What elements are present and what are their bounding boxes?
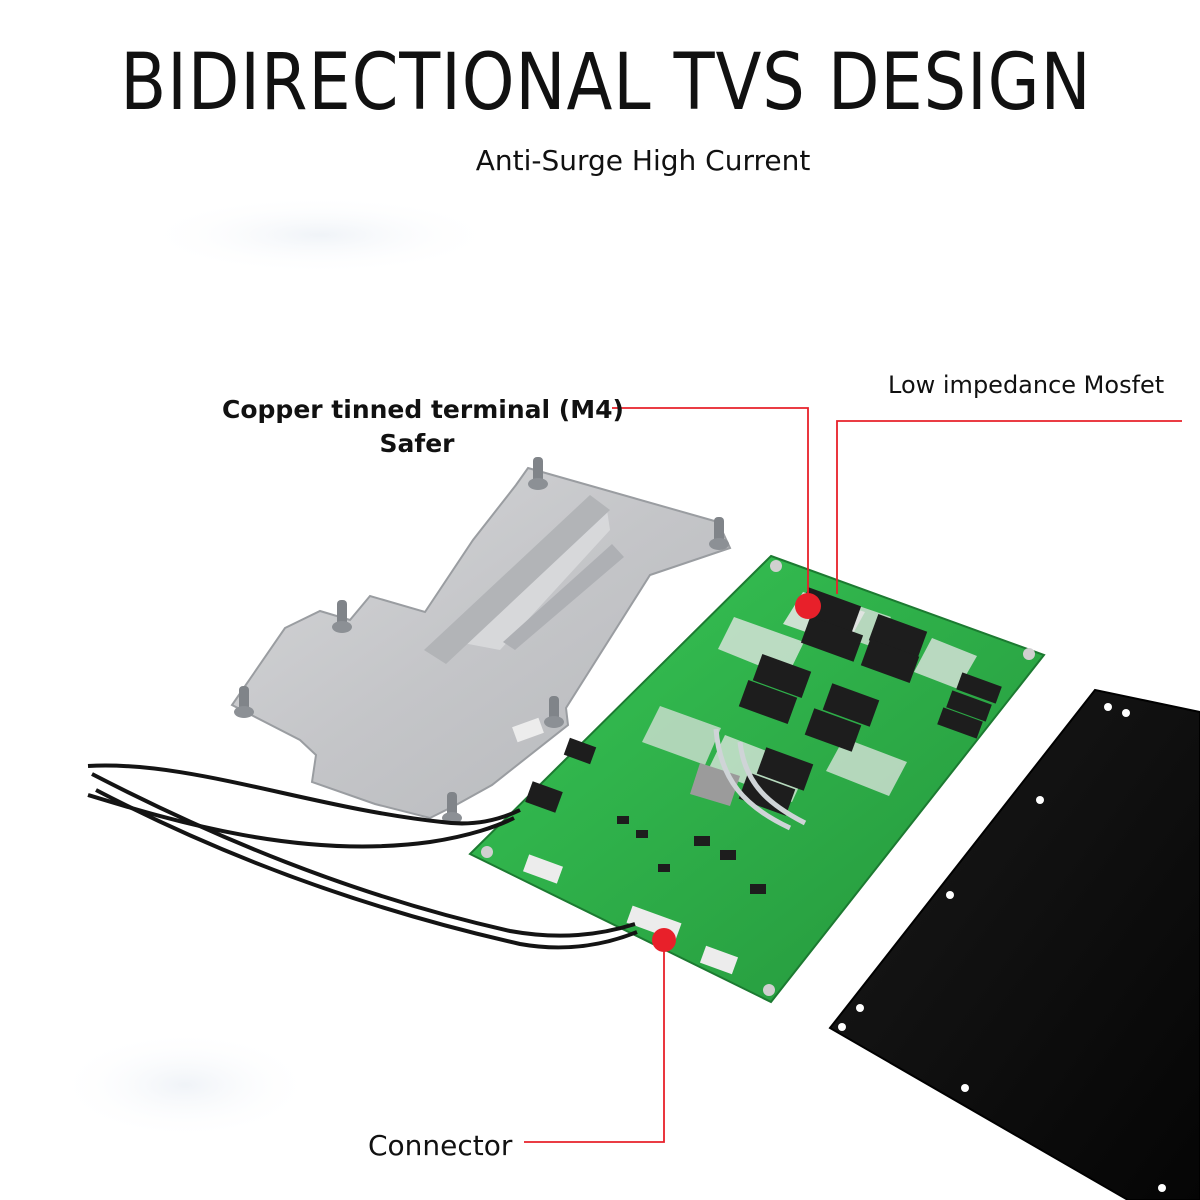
pcb-mounting-hole xyxy=(481,560,1035,996)
terminal-marker xyxy=(795,593,821,619)
mosfet-chip xyxy=(822,683,880,727)
connector-callout: Connector xyxy=(368,1129,513,1162)
connector-marker xyxy=(652,928,676,952)
mosfet-chip xyxy=(756,747,814,791)
mosfet-chip xyxy=(804,708,862,752)
white-pin-header xyxy=(699,945,739,975)
callout-leaders xyxy=(524,407,1182,1143)
page-subtitle: Anti-Surge High Current xyxy=(475,144,811,177)
plate-screw xyxy=(709,517,729,550)
mosfet-chip xyxy=(860,638,920,684)
terminal-callout: Copper tinned terminal (M4) Safer xyxy=(222,393,624,461)
soft-background-glow xyxy=(140,195,500,275)
page-title: BIDIRECTIONAL TVS DESIGN xyxy=(120,38,1092,128)
white-pin-header xyxy=(523,854,563,884)
terminal-callout-line-2: Safer xyxy=(379,429,455,458)
mosfet-chip xyxy=(956,672,1002,704)
mosfet-chip xyxy=(752,653,812,699)
black-cover-plate xyxy=(828,688,1200,1200)
plate-screw xyxy=(332,600,352,633)
small-ic xyxy=(617,816,766,894)
mosfet-chip xyxy=(937,707,983,739)
small-ic xyxy=(563,737,597,765)
mosfet-chip xyxy=(738,679,798,725)
wire-harness xyxy=(87,763,638,950)
plate-screw xyxy=(544,696,564,728)
mosfet-callout: Low impedance Mosfet xyxy=(888,371,1165,399)
soft-foreground-glow xyxy=(55,1030,315,1140)
small-ic xyxy=(525,781,563,813)
plate-screw xyxy=(234,686,254,718)
aluminum-plate xyxy=(230,457,732,824)
mosfet-chip xyxy=(946,690,992,722)
terminal-callout-line-1: Copper tinned terminal (M4) xyxy=(222,395,624,424)
mosfet-chip xyxy=(868,613,928,659)
mosfet-chip xyxy=(800,616,864,662)
plate-screw xyxy=(528,457,548,490)
